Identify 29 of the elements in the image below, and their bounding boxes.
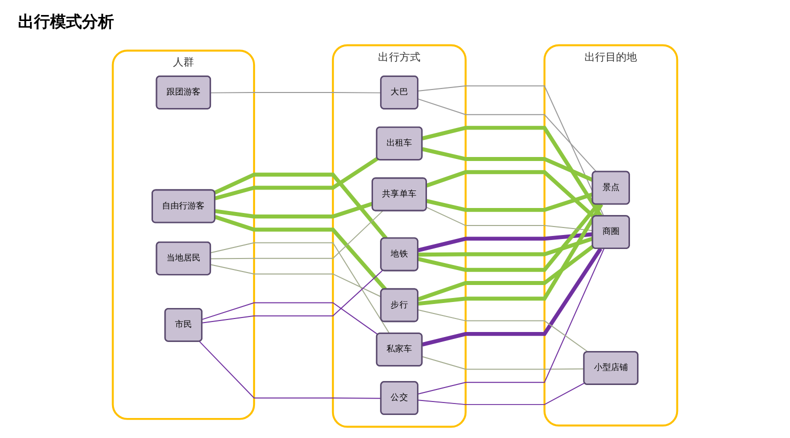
- connector: [422, 356, 585, 370]
- connector: [422, 126, 602, 218]
- connector: [210, 210, 384, 260]
- connector: [418, 98, 597, 172]
- diagram-title: 出行模式分析: [18, 12, 114, 33]
- connector: [418, 85, 604, 217]
- connector: [417, 244, 594, 302]
- connector: [418, 248, 604, 394]
- connector: [418, 236, 594, 257]
- connector: [210, 264, 382, 298]
- connector: [426, 192, 594, 212]
- connector: [418, 203, 604, 306]
- connector: [202, 302, 378, 336]
- connector: [418, 232, 593, 252]
- connector: [418, 203, 600, 272]
- connector: [422, 248, 602, 346]
- connector: [198, 340, 382, 399]
- connector: [422, 147, 594, 182]
- connector: [214, 202, 374, 218]
- connector: [202, 270, 384, 324]
- connector: [210, 242, 390, 334]
- connector: [214, 156, 379, 200]
- connector: [214, 215, 387, 291]
- connector: [426, 206, 594, 232]
- connector: [418, 309, 589, 353]
- connector: [418, 382, 586, 406]
- connector: [426, 170, 596, 218]
- connector: [214, 172, 388, 240]
- connector: [210, 92, 382, 94]
